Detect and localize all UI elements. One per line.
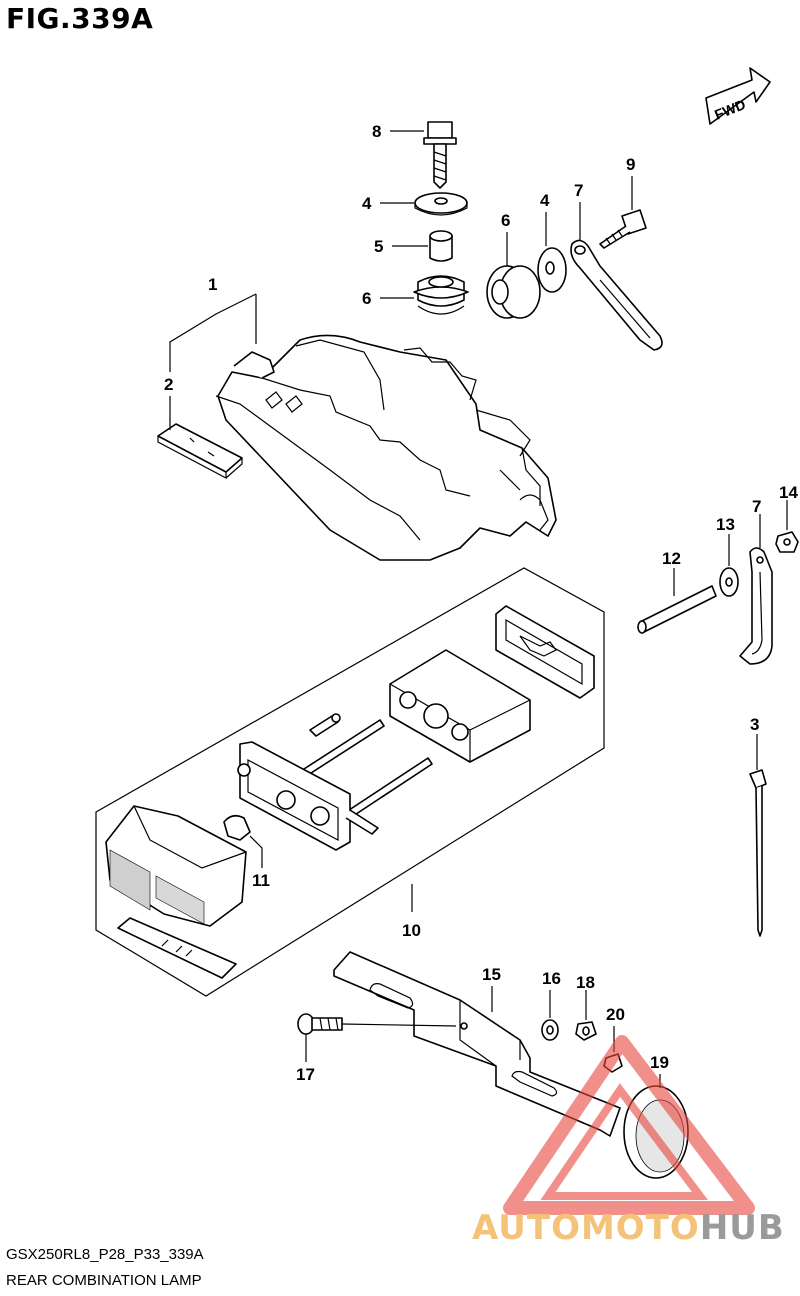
callout-2: 2 bbox=[164, 375, 173, 394]
bracket-part-15 bbox=[333, 951, 621, 1137]
callout-17: 17 bbox=[296, 1065, 315, 1084]
callout-18: 18 bbox=[576, 973, 595, 992]
callout-13: 13 bbox=[716, 515, 735, 534]
callout-11: 11 bbox=[252, 871, 270, 890]
callout-14: 14 bbox=[779, 483, 798, 502]
nut-part-18 bbox=[575, 1021, 597, 1041]
footer-name: REAR COMBINATION LAMP bbox=[6, 1272, 202, 1289]
bolt-part-17 bbox=[297, 1013, 343, 1035]
grommet-part-6-right bbox=[486, 265, 541, 319]
callout-12: 12 bbox=[662, 549, 681, 568]
pad-part-2 bbox=[157, 423, 243, 479]
lamp-body bbox=[389, 649, 531, 763]
lamp-screw bbox=[309, 713, 341, 737]
callout-15: 15 bbox=[482, 965, 501, 984]
watermark-text: AUTOMOTOHUB bbox=[472, 1208, 785, 1248]
watermark-text-b: HUB bbox=[699, 1208, 785, 1248]
nut-part-14 bbox=[775, 531, 799, 553]
callout-20: 20 bbox=[606, 1005, 625, 1024]
fwd-arrow-icon: FWD bbox=[705, 67, 771, 125]
bulb-part-11 bbox=[223, 814, 251, 841]
callout-1: 1 bbox=[208, 275, 217, 294]
callout-16: 16 bbox=[542, 969, 561, 988]
socket-plate bbox=[237, 741, 379, 851]
reflector-plate bbox=[117, 917, 237, 979]
washer-part-4-right bbox=[537, 247, 567, 293]
grommet-part-6 bbox=[413, 275, 469, 315]
callout-5: 5 bbox=[374, 237, 383, 256]
watermark-logo-icon bbox=[503, 1035, 755, 1215]
cable-tie-part-3 bbox=[749, 769, 767, 937]
lamp-housing-part-1 bbox=[215, 334, 557, 561]
callout-7a: 7 bbox=[574, 181, 583, 200]
figure-title: FIG.339A bbox=[6, 2, 154, 35]
washer-part-13 bbox=[719, 567, 739, 597]
stay-part-7-upper bbox=[570, 239, 663, 351]
pin-part-12 bbox=[637, 585, 717, 634]
callout-4b: 4 bbox=[540, 191, 550, 210]
callout-8: 8 bbox=[372, 122, 381, 141]
collar-part-5 bbox=[429, 230, 453, 262]
screw-part-9 bbox=[599, 209, 647, 249]
watermark-text-a: AUTOMOTO bbox=[472, 1208, 700, 1248]
callout-3: 3 bbox=[750, 715, 759, 734]
callout-19: 19 bbox=[650, 1053, 669, 1072]
footer-code: GSX250RL8_P28_P33_339A bbox=[6, 1246, 204, 1263]
callout-7b: 7 bbox=[752, 497, 761, 516]
callout-9: 9 bbox=[626, 155, 635, 174]
lens bbox=[105, 805, 247, 927]
callout-6a: 6 bbox=[362, 289, 371, 308]
callout-6b: 6 bbox=[501, 211, 510, 230]
callout-10: 10 bbox=[402, 921, 421, 940]
callout-4a: 4 bbox=[362, 194, 372, 213]
stay-part-7-lower bbox=[739, 547, 773, 665]
tail-lamp-assembly-frame-part-10 bbox=[95, 567, 605, 997]
washer-part-4 bbox=[414, 192, 468, 216]
washer-part-16 bbox=[541, 1019, 559, 1041]
bolt-part-8 bbox=[423, 121, 457, 189]
gasket bbox=[495, 605, 595, 699]
